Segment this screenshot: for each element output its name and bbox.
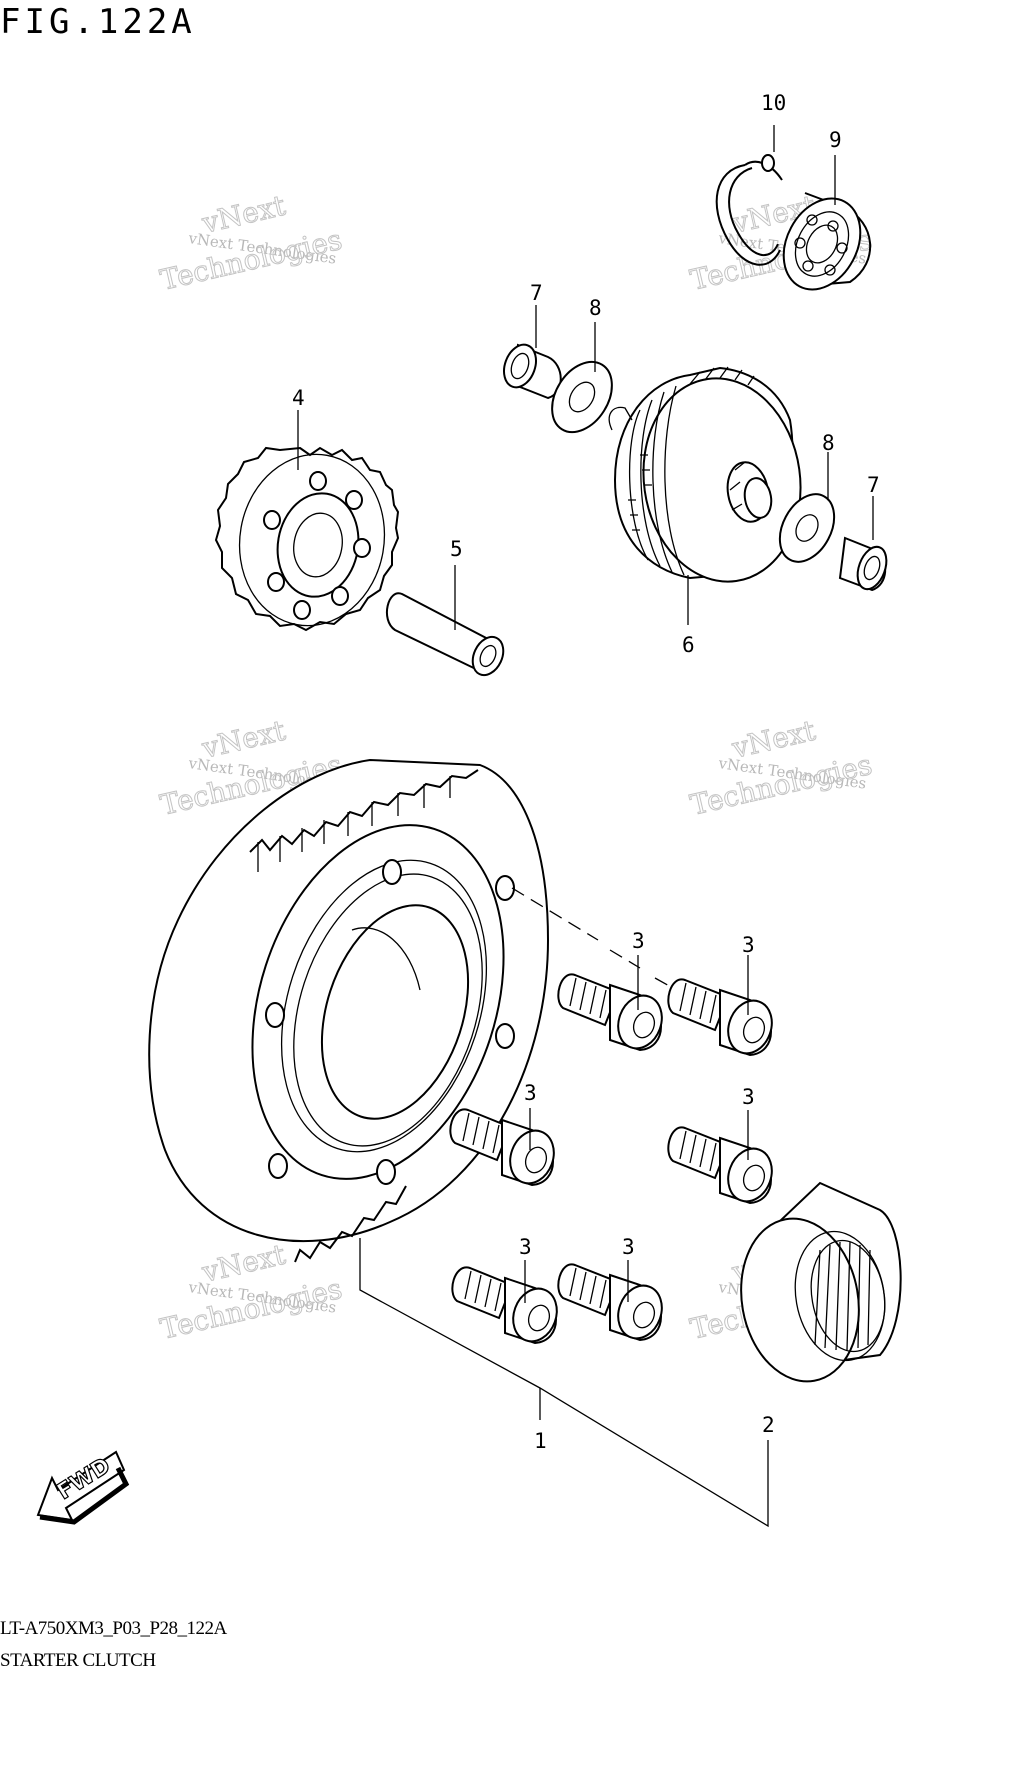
callout-4: 4: [292, 386, 305, 410]
part-shaft: [386, 592, 505, 677]
part-idle-gear: [214, 446, 400, 632]
part-clutch-gear-assy: [608, 366, 802, 583]
part-starter-clutch: [148, 758, 550, 1263]
part-circlip: [715, 154, 783, 266]
callout-2: 2: [762, 1413, 775, 1437]
part-bolt: [667, 978, 773, 1057]
part-bushing: [838, 536, 888, 592]
callout-8: 8: [822, 431, 835, 455]
part-bolt: [557, 1263, 663, 1342]
part-bearing: [782, 192, 872, 291]
callout-3: 3: [519, 1235, 532, 1259]
part-bolt: [557, 973, 663, 1052]
callout-1: 1: [534, 1429, 547, 1453]
fwd-arrow: FWD: [36, 1450, 130, 1525]
callout-3: 3: [632, 929, 645, 953]
callout-5: 5: [450, 537, 463, 561]
part-bolt: [449, 1108, 555, 1187]
part-bolt: [451, 1266, 558, 1345]
model-code: LT-A750XM3_P03_P28_122A: [0, 1618, 227, 1639]
part-needle-bearing: [740, 1181, 902, 1383]
callout-6: 6: [682, 633, 695, 657]
part-washer: [551, 360, 613, 434]
svg-text:Technologies: Technologies: [157, 223, 345, 297]
callout-7: 7: [530, 281, 543, 305]
watermark: vNext Technologies vNext Technologies: [687, 713, 876, 822]
svg-text:Technologies: Technologies: [687, 748, 875, 822]
section-name: STARTER CLUTCH: [0, 1650, 156, 1671]
callout-10: 10: [761, 91, 786, 115]
figure-title: FIG.122A: [0, 2, 196, 42]
callout-3: 3: [742, 933, 755, 957]
callout-3: 3: [622, 1235, 635, 1259]
callout-labels: 10 9 7 8 4 5 6 8 7 3 3 3 3 3 3 1 2: [292, 91, 880, 1453]
part-washer: [778, 493, 836, 563]
callout-3: 3: [524, 1081, 537, 1105]
svg-text:vNext: vNext: [198, 714, 289, 765]
part-bolt: [667, 1126, 773, 1205]
svg-text:vNext: vNext: [198, 1238, 289, 1289]
watermark: vNext Technologies vNext Technologies: [157, 1237, 346, 1346]
leader-lines: [297, 125, 874, 1528]
callout-3: 3: [742, 1085, 755, 1109]
watermark: vNext Technologies vNext Technologies: [157, 188, 346, 297]
callout-8: 8: [589, 296, 602, 320]
svg-text:Technologies: Technologies: [157, 1272, 345, 1346]
callout-9: 9: [829, 128, 842, 152]
part-bushing: [503, 343, 562, 400]
svg-text:vNext: vNext: [728, 714, 819, 765]
svg-text:vNext: vNext: [198, 189, 289, 240]
callout-7: 7: [867, 473, 880, 497]
